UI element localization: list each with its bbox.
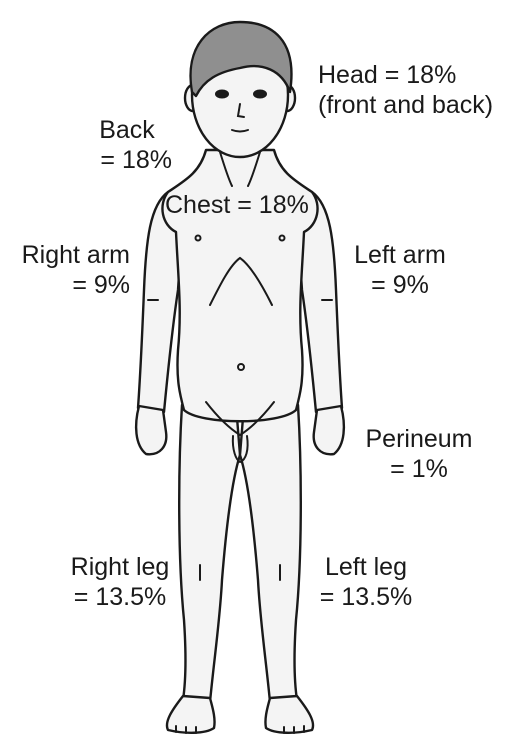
right-leg-label-line1: Right leg [62, 552, 178, 582]
left-arm-label-line2: = 9% [345, 270, 455, 300]
left-arm-label: Left arm = 9% [345, 240, 455, 300]
head-label-line2: (front and back) [318, 90, 493, 120]
left-hand-shape [314, 406, 344, 454]
back-label: Back = 18% [82, 115, 172, 175]
left-foot-shape [265, 696, 313, 733]
perineum-label-line2: = 1% [358, 454, 480, 484]
left-leg-label-line2: = 13.5% [312, 582, 420, 612]
chest-label: Chest = 18% [165, 190, 309, 220]
back-label-line1: Back [82, 115, 172, 145]
perineum-label-line1: Perineum [358, 424, 480, 454]
right-hand-shape [136, 406, 166, 454]
right-arm-label: Right arm = 9% [8, 240, 130, 300]
right-leg-label: Right leg = 13.5% [62, 552, 178, 612]
left-eye-icon [254, 91, 266, 98]
back-label-line2: = 18% [82, 145, 172, 175]
right-leg-label-line2: = 13.5% [62, 582, 178, 612]
right-arm-label-line2: = 9% [8, 270, 130, 300]
left-leg-label-line1: Left leg [312, 552, 420, 582]
chest-label-line1: Chest = 18% [165, 190, 309, 220]
right-eye-icon [216, 91, 228, 98]
right-foot-shape [167, 696, 215, 733]
left-leg-label: Left leg = 13.5% [312, 552, 420, 612]
head-label: Head = 18% (front and back) [318, 60, 493, 120]
right-arm-label-line1: Right arm [8, 240, 130, 270]
right-leg-shape [179, 405, 240, 702]
left-leg-shape [240, 405, 301, 702]
head-label-line1: Head = 18% [318, 60, 493, 90]
left-arm-label-line1: Left arm [345, 240, 455, 270]
perineum-label: Perineum = 1% [358, 424, 480, 484]
